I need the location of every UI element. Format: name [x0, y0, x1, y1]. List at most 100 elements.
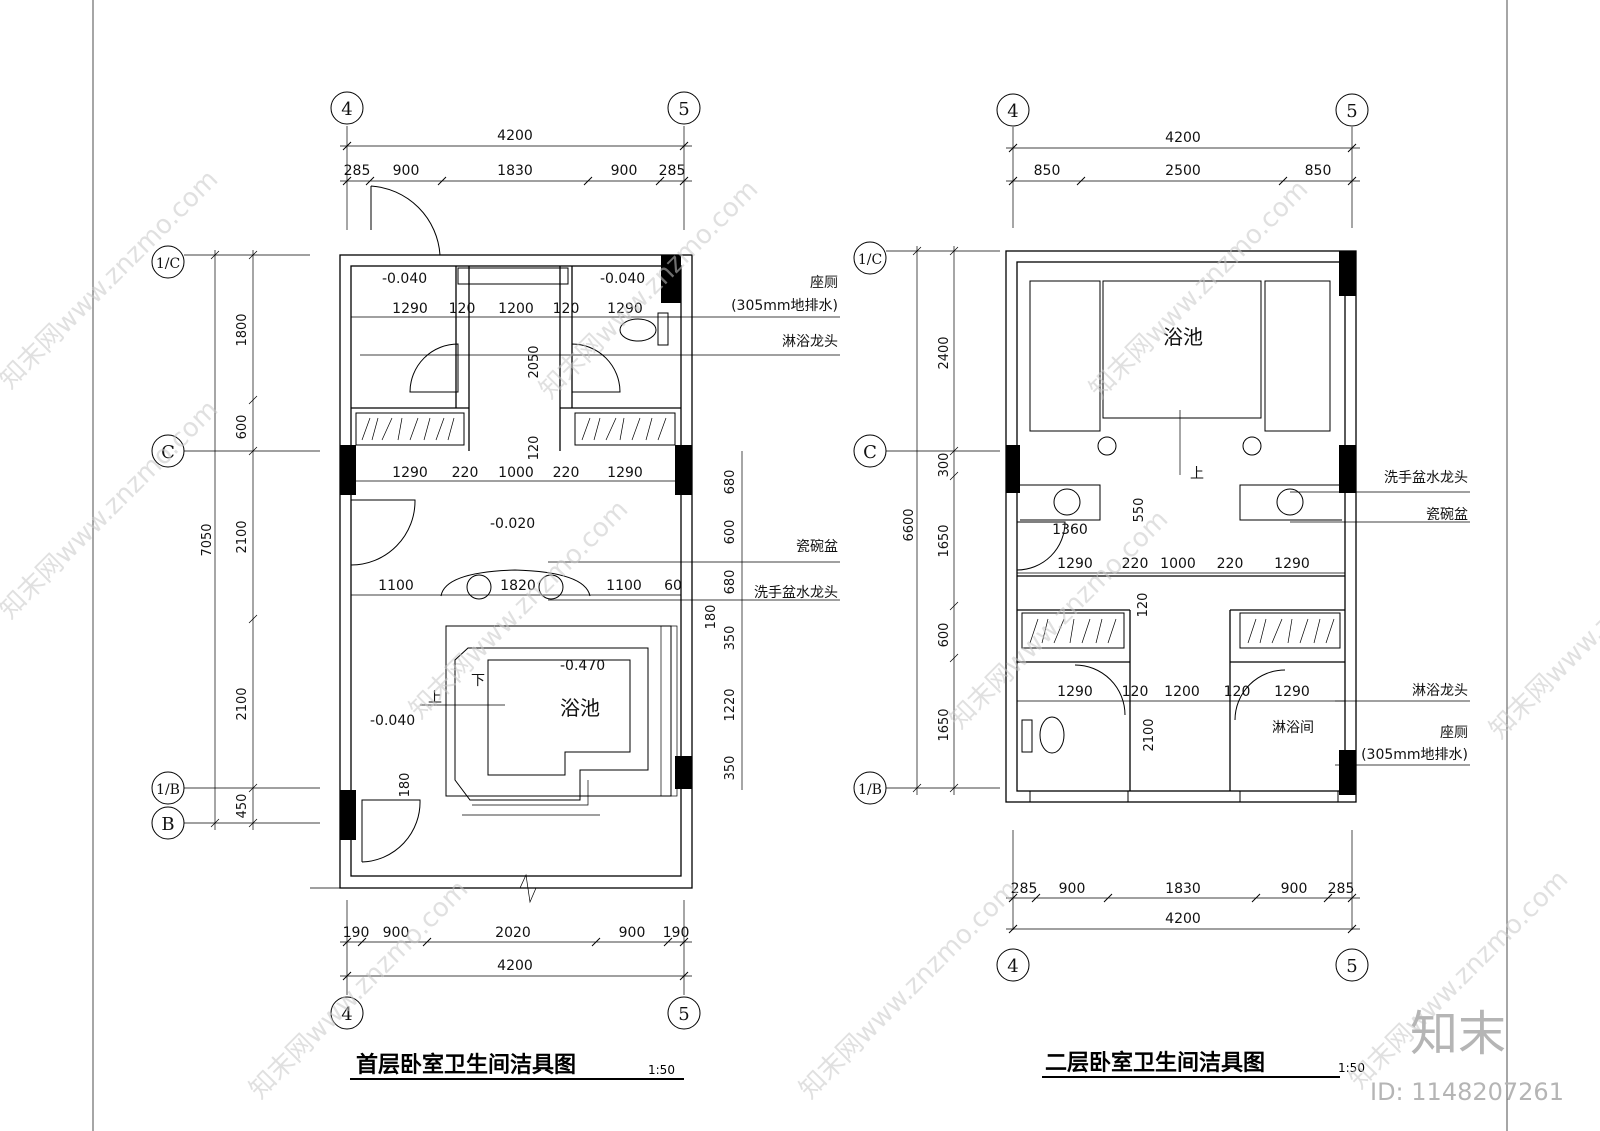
basin-counter — [1020, 484, 1101, 521]
column — [340, 790, 356, 840]
dim-text: 1650 — [937, 524, 952, 557]
column — [340, 445, 356, 495]
dim-text: 120 — [527, 436, 542, 461]
dim-text: 2500 — [1165, 163, 1201, 179]
watermark-text: 知末网www.znzmo.com — [1084, 174, 1315, 405]
dim-text: 190 — [663, 925, 690, 941]
dim-text: 120 — [553, 301, 580, 317]
axis-label: C — [161, 442, 175, 463]
axis-lines — [184, 250, 320, 830]
callout-label: 淋浴龙头 — [782, 334, 838, 350]
dim-text: 350 — [723, 756, 738, 781]
vanity — [440, 569, 591, 597]
dim-text: 120 — [1136, 593, 1151, 618]
dim-text: 900 — [611, 163, 638, 179]
axis-bubble — [1335, 948, 1369, 982]
walls — [1005, 250, 1357, 803]
room-label: 浴池 — [1163, 325, 1203, 349]
break-line — [310, 873, 692, 904]
dim-text: 220 — [1122, 556, 1149, 572]
dim-text: 600 — [937, 623, 952, 648]
dim-text: 2100 — [235, 520, 250, 553]
dim-text: 900 — [1059, 881, 1086, 897]
asset-id: ID: 1148207261 — [1370, 1078, 1564, 1106]
bathtub — [1102, 280, 1262, 419]
dim-text: 1200 — [498, 301, 534, 317]
closet — [574, 412, 676, 446]
axis-label: 5 — [678, 99, 689, 120]
dim-text: 220 — [452, 465, 479, 481]
door-swing — [571, 343, 621, 393]
watermark-text: 知末网www.znzmo.com — [794, 874, 1025, 1105]
dim-text: 4200 — [1165, 130, 1201, 146]
dim-text: 600 — [723, 520, 738, 545]
dim-text: 850 — [1305, 163, 1332, 179]
dim-ticks — [342, 141, 689, 186]
axis-label: 5 — [678, 1004, 689, 1025]
dim-text: 1830 — [1165, 881, 1201, 897]
axis-label: 1/C — [156, 256, 180, 272]
plan-scale: 1:50 — [648, 1063, 675, 1077]
dim-text: 900 — [619, 925, 646, 941]
axis-bubble — [330, 91, 364, 125]
dim-text: 1290 — [607, 465, 643, 481]
dim-text: 7050 — [200, 523, 215, 556]
axis-label: B — [161, 814, 174, 835]
dim-text: 2020 — [495, 925, 531, 941]
closet — [1021, 612, 1125, 649]
dim-text: 900 — [383, 925, 410, 941]
dim-text: 1800 — [235, 313, 250, 346]
axis-lines — [886, 246, 1000, 795]
axis-bubble — [853, 241, 887, 275]
column — [675, 445, 692, 495]
watermark-text: 知末网www.znzmo.com — [0, 394, 224, 625]
left-plan: 4 5 4200 285 900 1830 900 285 1/C C 1/B … — [151, 91, 840, 1080]
callout-lines — [360, 316, 840, 601]
column — [1339, 750, 1356, 795]
axis-label: 4 — [341, 99, 352, 120]
bath-steps — [462, 780, 600, 816]
dim-text: 220 — [1217, 556, 1244, 572]
dim-text: 680 — [723, 470, 738, 495]
dim-text: 1100 — [378, 578, 414, 594]
axis-label: 1/B — [858, 782, 882, 798]
level-mark: -0.040 — [370, 713, 415, 729]
callout-label: 洗手盆水龙头 — [1384, 470, 1468, 486]
logo: 知末 — [1410, 1006, 1506, 1062]
room-label: 浴池 — [560, 696, 600, 720]
axis-bubble — [667, 91, 701, 125]
dim-text: 1650 — [937, 708, 952, 741]
axis-label: C — [863, 442, 877, 463]
dim-text: 285 — [344, 163, 371, 179]
shower-room-label: 淋浴间 — [1272, 720, 1314, 736]
level-mark: -0.470 — [560, 658, 605, 674]
callout-label: 座厕 — [1440, 725, 1468, 741]
callout-lines — [1290, 491, 1470, 766]
door-swing — [350, 499, 416, 566]
dim-text: 680 — [723, 570, 738, 595]
toilet — [1039, 716, 1065, 754]
basin — [1276, 488, 1304, 516]
column — [1006, 445, 1020, 493]
axis-bubble — [996, 93, 1030, 127]
plan-title: 二层卧室卫生间洁具图 — [1045, 1050, 1265, 1076]
dim-ticks — [1008, 893, 1357, 934]
stone-pattern — [660, 625, 678, 797]
dim-text: 1220 — [723, 688, 738, 721]
basin — [466, 574, 492, 600]
toilet-tank — [1021, 719, 1033, 753]
bathtub — [454, 647, 649, 801]
dim-text: 1100 — [606, 578, 642, 594]
dim-text: 2050 — [527, 345, 542, 378]
callout-label: (305mm地排水) — [731, 298, 838, 314]
dim-text: 450 — [235, 794, 250, 819]
column — [1339, 445, 1356, 493]
dim-text: 1290 — [1274, 684, 1310, 700]
level-mark: -0.020 — [490, 516, 535, 532]
column — [675, 756, 692, 789]
window — [1029, 790, 1129, 803]
axis-label: 4 — [341, 1004, 352, 1025]
counter — [457, 267, 569, 285]
dim-text: 350 — [723, 626, 738, 651]
tub-deck-right — [1264, 280, 1331, 432]
